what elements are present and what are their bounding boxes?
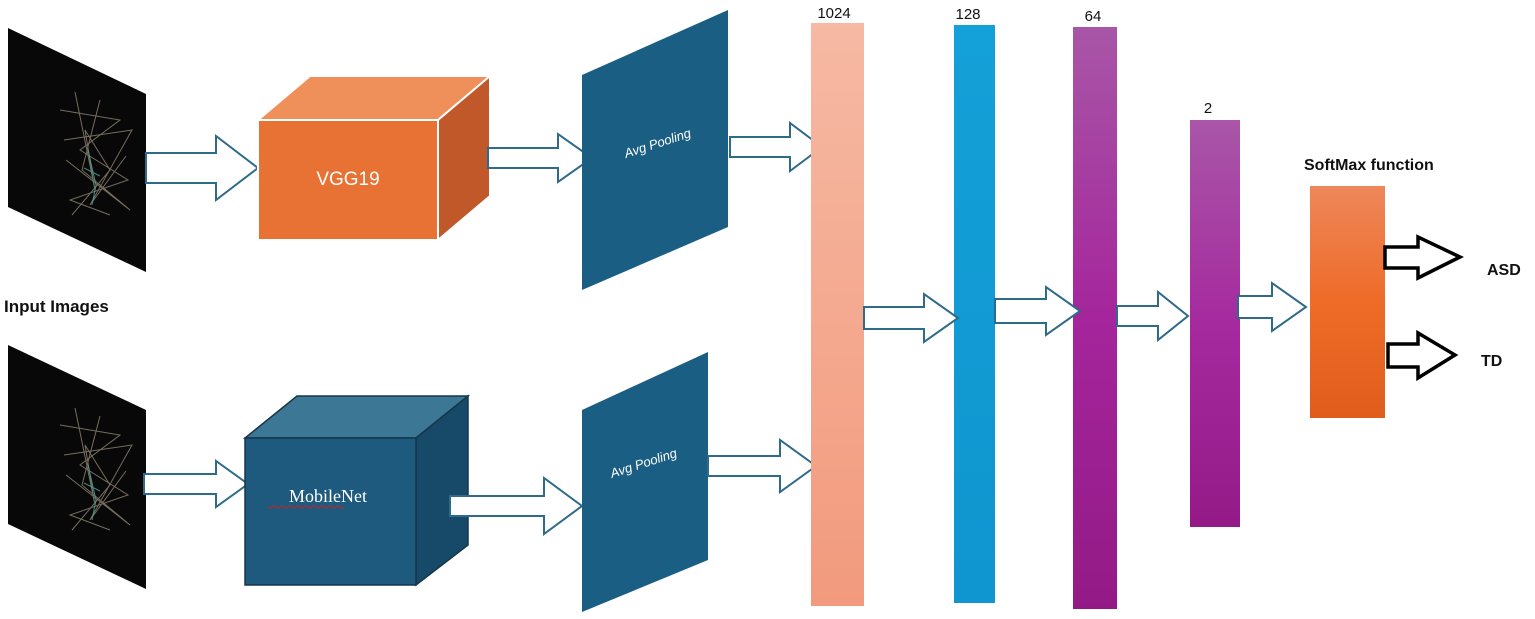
arrow-2-to-softmax	[1237, 281, 1308, 333]
arrow-mobilenet-to-pool	[449, 476, 584, 536]
output-asd-label: ASD	[1487, 262, 1521, 279]
softmax-block: SoftMax function	[1304, 157, 1434, 418]
arrow-vgg-to-pool	[487, 132, 594, 184]
input-image-bottom	[8, 345, 146, 589]
input-image-top	[8, 28, 146, 272]
arrow-softmax-to-asd	[1383, 234, 1464, 281]
vgg19-block: VGG19	[255, 73, 493, 243]
dense-layer-1024-label: 1024	[817, 5, 850, 22]
dense-layer-128-label: 128	[955, 6, 980, 23]
mobilenet-label: MobileNet	[289, 486, 367, 506]
arrow-input-to-vgg	[145, 133, 260, 203]
dense-layer-2-label: 2	[1204, 100, 1212, 117]
dense-layer-1024: 1024	[811, 5, 864, 606]
arrow-input-to-mobilenet	[143, 459, 250, 509]
dense-layer-128: 128	[954, 6, 995, 603]
input-images-label: Input Images	[4, 297, 109, 316]
arrow-softmax-to-td	[1386, 329, 1459, 382]
output-td-label: TD	[1481, 353, 1502, 370]
dense-layer-64: 64	[1073, 8, 1117, 609]
arrow-64-to-2	[1116, 289, 1190, 343]
vgg19-label: VGG19	[316, 169, 379, 190]
avg-pooling-bottom: Avg Pooling	[582, 352, 708, 612]
arrow-1024-to-128	[863, 292, 960, 344]
spellcheck-underline	[267, 505, 345, 509]
avg-pooling-top: Avg Pooling	[582, 10, 728, 290]
arrow-pool-bottom-to-dense	[707, 438, 818, 494]
mobilenet-block: MobileNet	[242, 394, 471, 587]
arrow-128-to-64	[994, 285, 1082, 337]
dense-layer-2: 2	[1190, 100, 1240, 527]
softmax-label: SoftMax function	[1304, 157, 1434, 174]
dense-layer-64-label: 64	[1085, 8, 1102, 25]
arrow-pool-top-to-dense	[729, 121, 824, 173]
